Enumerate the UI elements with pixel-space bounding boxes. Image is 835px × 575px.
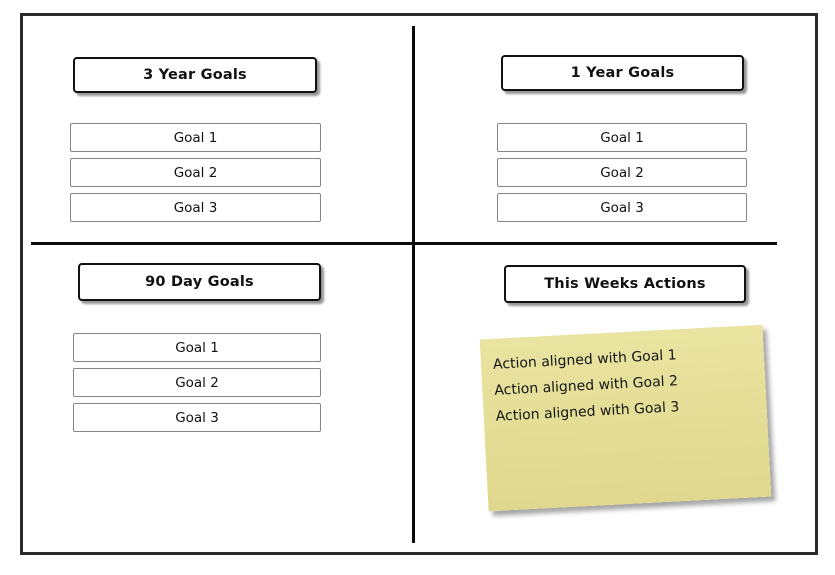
goal-label: Goal 3	[173, 199, 218, 216]
goal-box-3year-1[interactable]: Goal 1	[70, 123, 321, 152]
goal-box-3year-2[interactable]: Goal 2	[70, 158, 321, 187]
goal-box-90day-1[interactable]: Goal 1	[73, 333, 321, 362]
goal-label: Goal 3	[600, 199, 644, 216]
goal-label: Goal 2	[175, 374, 219, 391]
header-box-1-year-goals[interactable]: 1 Year Goals	[501, 55, 744, 91]
goal-label: Goal 2	[173, 164, 218, 181]
goal-box-1year-3[interactable]: Goal 3	[497, 193, 747, 222]
goal-box-1year-2[interactable]: Goal 2	[497, 158, 747, 187]
goal-label: Goal 1	[600, 129, 644, 146]
horizontal-divider-line	[31, 242, 777, 245]
goal-label: Goal 1	[173, 129, 218, 146]
goal-box-90day-3[interactable]: Goal 3	[73, 403, 321, 432]
header-label-3-year-goals: 3 Year Goals	[143, 67, 247, 83]
sticky-note-weekly-actions[interactable]: Action aligned with Goal 1 Action aligne…	[479, 324, 772, 512]
header-box-this-weeks-actions[interactable]: This Weeks Actions	[504, 265, 746, 303]
header-label-this-weeks-actions: This Weeks Actions	[544, 276, 706, 292]
goal-box-1year-1[interactable]: Goal 1	[497, 123, 747, 152]
header-label-1-year-goals: 1 Year Goals	[570, 65, 675, 81]
header-label-90-day-goals: 90 Day Goals	[145, 274, 254, 290]
goal-box-3year-3[interactable]: Goal 3	[70, 193, 321, 222]
goal-label: Goal 2	[600, 164, 644, 181]
worksheet-border	[20, 13, 818, 555]
header-box-3-year-goals[interactable]: 3 Year Goals	[73, 57, 317, 93]
goal-box-90day-2[interactable]: Goal 2	[73, 368, 321, 397]
vertical-divider-line	[412, 26, 415, 543]
header-box-90-day-goals[interactable]: 90 Day Goals	[78, 263, 321, 301]
goal-label: Goal 1	[175, 339, 219, 356]
goal-label: Goal 3	[175, 409, 219, 426]
